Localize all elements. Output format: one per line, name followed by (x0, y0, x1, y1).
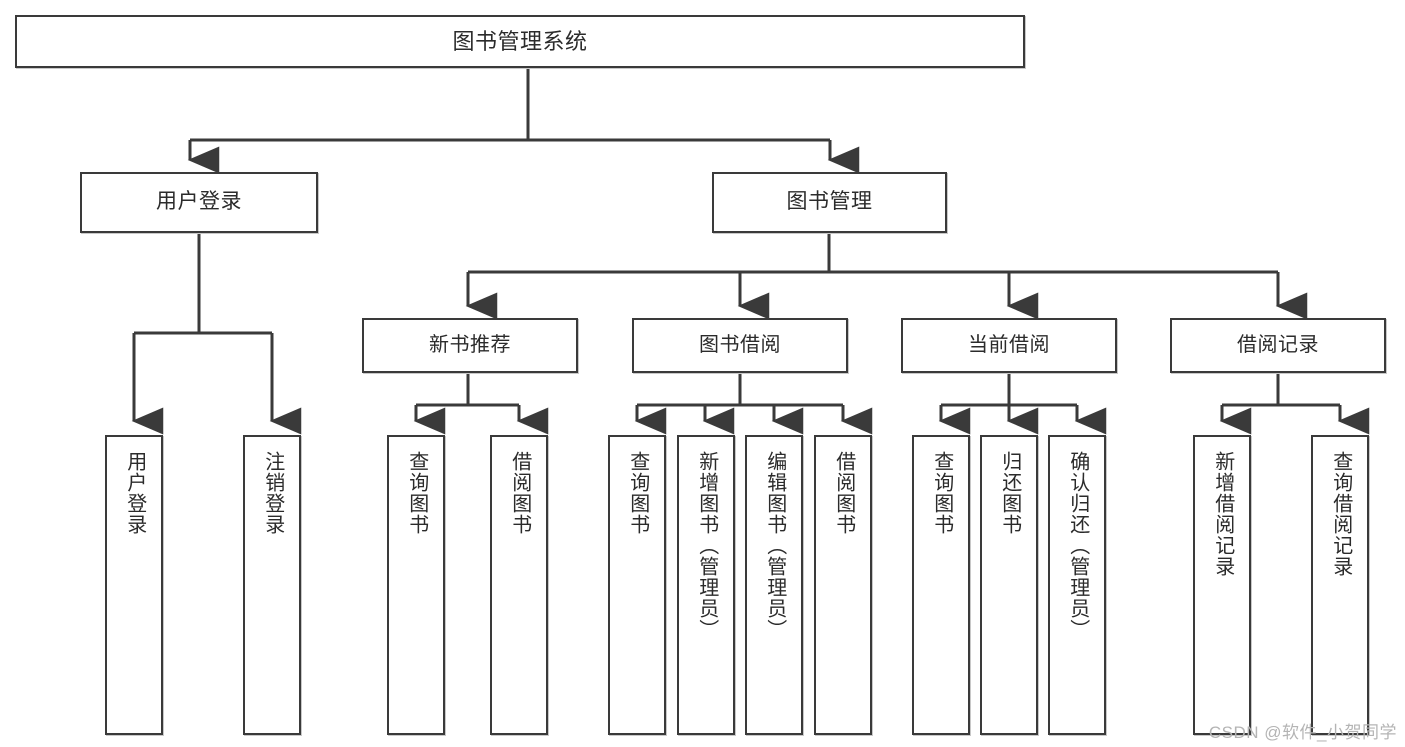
leaf-current-borrow-confirm-return[interactable]: 确认归还（管理员） (1048, 435, 1106, 735)
leaf-new-book-borrow[interactable]: 借阅图书 (490, 435, 548, 735)
leaf-book-borrow-add[interactable]: 新增图书（管理员） (677, 435, 735, 735)
leaf-new-book-query-label: 查询图书 (405, 451, 428, 535)
leaf-book-borrow-edit[interactable]: 编辑图书（管理员） (745, 435, 803, 735)
node-root-label: 图书管理系统 (452, 28, 588, 54)
leaf-current-borrow-query[interactable]: 查询图书 (912, 435, 970, 735)
leaf-new-book-query[interactable]: 查询图书 (387, 435, 445, 735)
leaf-current-borrow-return[interactable]: 归还图书 (980, 435, 1038, 735)
leaf-borrow-record-query-label: 查询借阅记录 (1329, 451, 1352, 577)
node-book-borrow-label: 图书借阅 (699, 334, 781, 356)
leaf-book-borrow-query-label: 查询图书 (626, 451, 649, 535)
node-user-login[interactable]: 用户登录 (80, 172, 318, 233)
node-book-borrow[interactable]: 图书借阅 (632, 318, 848, 373)
leaf-user-login-login[interactable]: 用户登录 (105, 435, 163, 735)
leaf-current-borrow-query-label: 查询图书 (930, 451, 953, 535)
leaf-book-borrow-query[interactable]: 查询图书 (608, 435, 666, 735)
node-current-borrow[interactable]: 当前借阅 (901, 318, 1117, 373)
node-book-management[interactable]: 图书管理 (712, 172, 947, 233)
node-book-management-label: 图书管理 (786, 190, 873, 214)
leaf-user-login-login-label: 用户登录 (123, 451, 146, 535)
leaf-user-login-logout-label: 注销登录 (261, 451, 284, 535)
leaf-user-login-logout[interactable]: 注销登录 (243, 435, 301, 735)
watermark-text: CSDN @软件_小贺同学 (1208, 723, 1397, 742)
leaf-new-book-borrow-label: 借阅图书 (508, 451, 531, 535)
leaf-book-borrow-borrow-label: 借阅图书 (832, 451, 855, 535)
node-current-borrow-label: 当前借阅 (968, 334, 1050, 356)
leaf-borrow-record-add-label: 新增借阅记录 (1211, 451, 1234, 577)
node-root[interactable]: 图书管理系统 (15, 15, 1025, 68)
node-user-login-label: 用户登录 (156, 190, 242, 214)
leaf-current-borrow-confirm-return-label: 确认归还（管理员） (1066, 451, 1089, 640)
node-new-book-recommend[interactable]: 新书推荐 (362, 318, 578, 373)
node-borrow-record-label: 借阅记录 (1237, 334, 1319, 356)
leaf-borrow-record-query[interactable]: 查询借阅记录 (1311, 435, 1369, 735)
leaf-book-borrow-add-label: 新增图书（管理员） (695, 451, 718, 640)
node-borrow-record[interactable]: 借阅记录 (1170, 318, 1386, 373)
node-new-book-recommend-label: 新书推荐 (429, 334, 511, 356)
leaf-book-borrow-edit-label: 编辑图书（管理员） (763, 451, 786, 640)
leaf-book-borrow-borrow[interactable]: 借阅图书 (814, 435, 872, 735)
leaf-current-borrow-return-label: 归还图书 (998, 451, 1021, 535)
leaf-borrow-record-add[interactable]: 新增借阅记录 (1193, 435, 1251, 735)
